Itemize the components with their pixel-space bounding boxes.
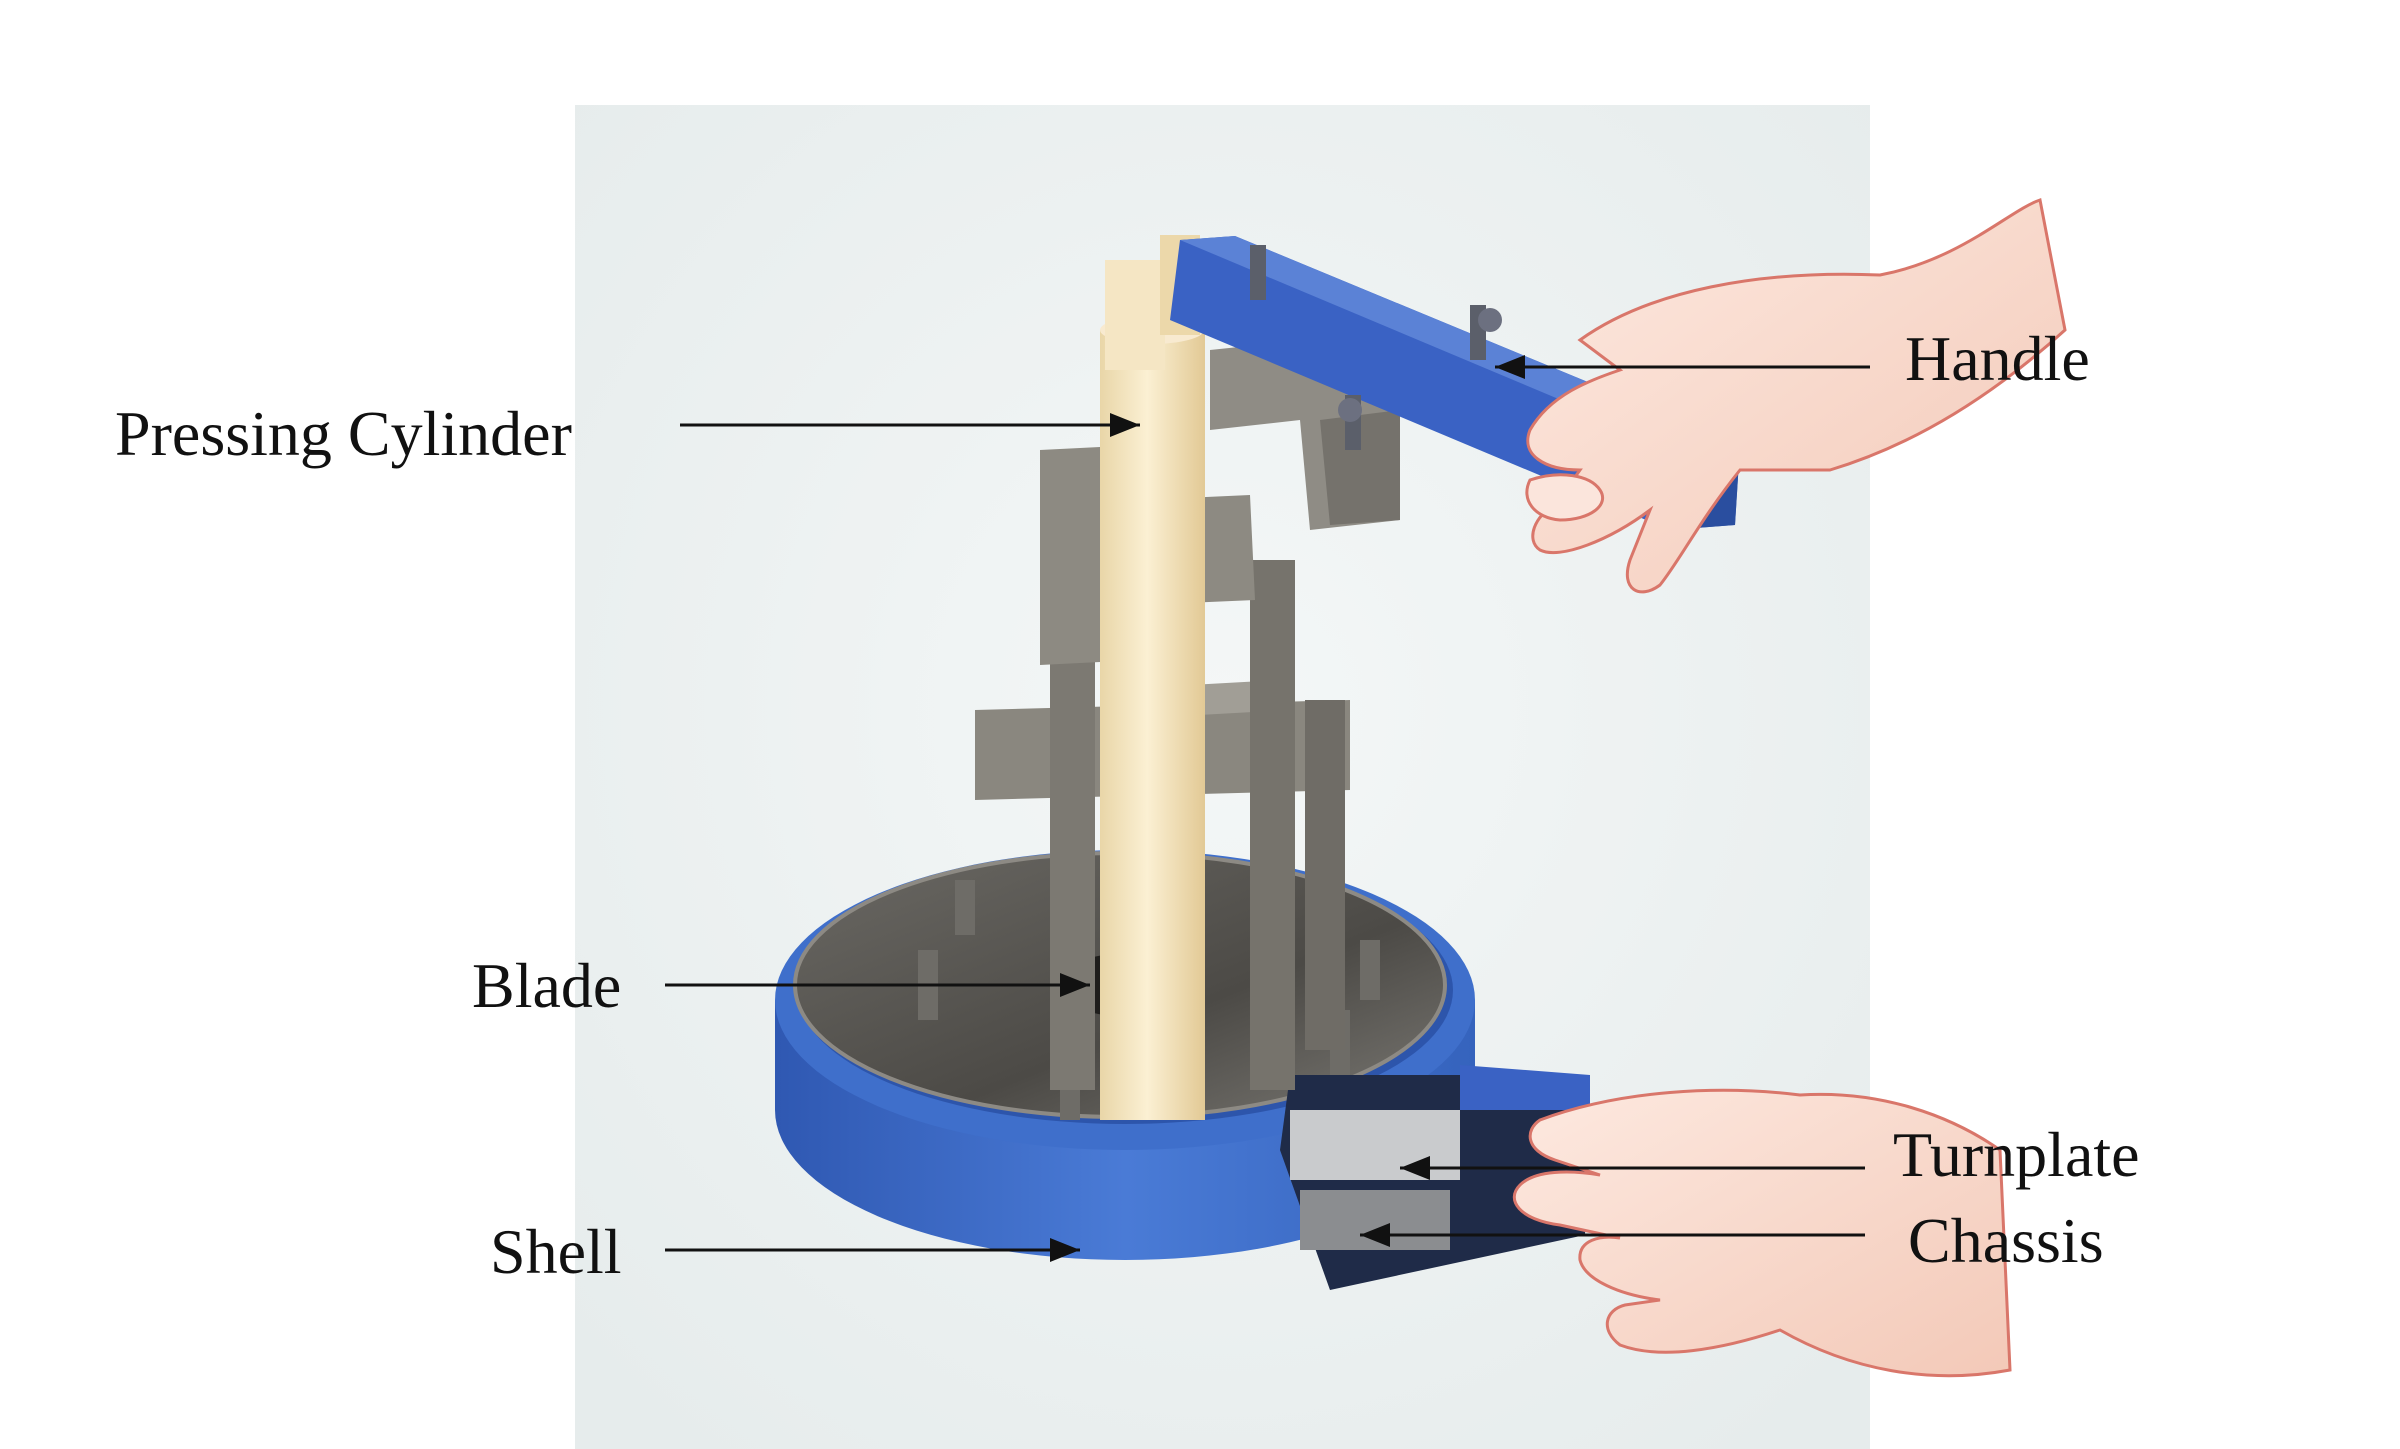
callout-arrows bbox=[665, 355, 1870, 1262]
label-blade: Blade bbox=[472, 950, 621, 1021]
pressing-cylinder bbox=[1100, 235, 1205, 1120]
upper-hand-illustration bbox=[1525, 198, 2067, 594]
label-chassis: Chassis bbox=[1908, 1205, 2104, 1276]
label-handle: Handle bbox=[1905, 323, 2090, 394]
label-shell: Shell bbox=[490, 1216, 622, 1287]
label-pressing-cylinder: Pressing Cylinder bbox=[115, 398, 572, 469]
label-turnplate: Turnplate bbox=[1893, 1119, 2140, 1190]
lower-hand-illustration bbox=[1512, 1088, 2012, 1378]
